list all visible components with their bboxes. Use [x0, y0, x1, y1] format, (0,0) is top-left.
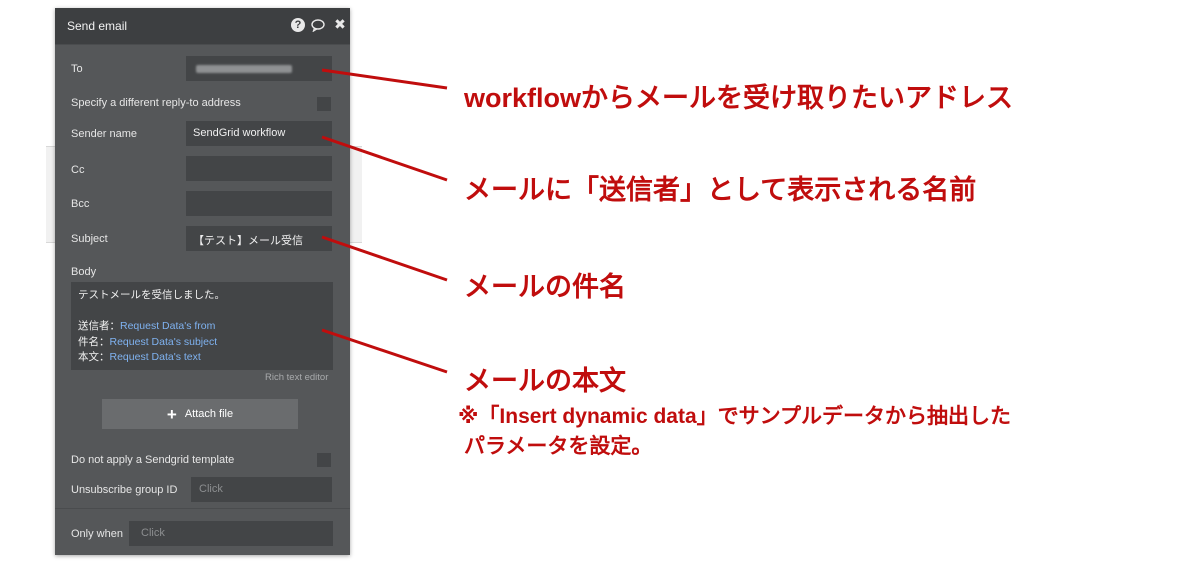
- reply-to-label: Specify a different reply-to address: [71, 97, 241, 109]
- pointer-line-subject: [321, 235, 448, 282]
- panel-header: Send email ? ✖: [55, 8, 350, 45]
- send-email-panel: Send email ? ✖ To Specify a different re…: [55, 8, 350, 555]
- annotation-subject: メールの件名: [464, 272, 626, 302]
- body-sender-prefix: 送信者：: [78, 320, 120, 332]
- annotation-to: workflowからメールを受け取りたいアドレス: [464, 83, 1014, 113]
- only-when-label: Only when: [71, 528, 123, 540]
- dynamic-from[interactable]: Request Data's from: [120, 320, 216, 332]
- pointer-line-sender: [321, 135, 448, 182]
- attach-file-button[interactable]: + Attach file: [102, 399, 298, 429]
- redacted-address: [196, 65, 292, 73]
- body-sender-line: 送信者：Request Data's from: [78, 319, 326, 335]
- dynamic-subject[interactable]: Request Data's subject: [109, 335, 218, 348]
- to-field[interactable]: [186, 56, 332, 81]
- no-template-label: Do not apply a Sendgrid template: [71, 454, 235, 466]
- bcc-field[interactable]: [186, 191, 332, 216]
- annotation-body-title: メールの本文: [464, 366, 626, 396]
- unsubscribe-field[interactable]: Click: [191, 477, 332, 502]
- subject-field[interactable]: 【テスト】メール受信: [186, 226, 332, 251]
- body-label: Body: [71, 266, 97, 278]
- comment-icon[interactable]: [311, 18, 325, 32]
- annotation-body-note-2: パラメータを設定。: [464, 435, 653, 458]
- cc-label: Cc: [71, 164, 85, 176]
- bcc-label: Bcc: [71, 198, 90, 210]
- pointer-line-body: [321, 328, 448, 374]
- body-text-prefix: 本文：: [78, 351, 110, 363]
- attach-file-label: Attach file: [184, 408, 234, 420]
- pointer-line-to: [321, 68, 448, 90]
- to-label: To: [71, 63, 83, 75]
- unsubscribe-label: Unsubscribe group ID: [71, 484, 178, 496]
- divider: [55, 508, 350, 509]
- annotation-sender: メールに「送信者」として表示される名前: [464, 175, 977, 205]
- reply-to-checkbox[interactable]: [317, 97, 331, 111]
- body-subject-prefix: 件名：: [78, 335, 110, 348]
- body-line-1: テストメールを受信しました。: [78, 289, 225, 301]
- subject-label: Subject: [71, 233, 108, 245]
- only-when-field[interactable]: Click: [129, 521, 333, 546]
- plus-icon: +: [166, 404, 177, 424]
- sender-name-label: Sender name: [71, 128, 138, 140]
- close-icon[interactable]: ✖: [334, 15, 346, 32]
- rich-text-editor-link[interactable]: Rich text editor: [265, 372, 329, 383]
- body-editor[interactable]: テストメールを受信しました。 送信者：Request Data's from 件…: [71, 282, 333, 370]
- body-text-line: 本文：Request Data's text: [78, 350, 326, 366]
- annotation-body-note-1: ※「Insert dynamic data」でサンプルデータから抽出した: [458, 405, 1012, 428]
- help-icon[interactable]: ?: [291, 18, 305, 32]
- cc-field[interactable]: [186, 156, 332, 181]
- sender-name-field[interactable]: SendGrid workflow: [186, 121, 332, 146]
- panel-title: Send email: [67, 19, 128, 33]
- dynamic-text[interactable]: Request Data's text: [109, 351, 201, 363]
- body-subject-line: 件名：Request Data's subject: [78, 335, 326, 351]
- no-template-checkbox[interactable]: [317, 453, 331, 467]
